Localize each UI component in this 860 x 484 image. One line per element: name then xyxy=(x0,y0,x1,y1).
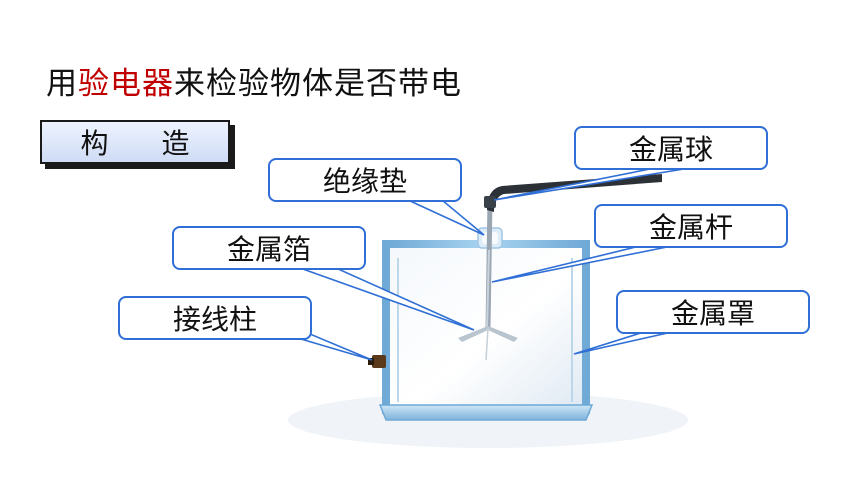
electroscope-base xyxy=(378,404,594,421)
callout-metal-ball: 金属球 xyxy=(574,126,768,170)
callout-metal-cover: 金属罩 xyxy=(616,290,810,334)
title-suffix: 来检验物体是否带电 xyxy=(174,66,462,102)
metal-ball xyxy=(484,174,662,212)
callout-metal-rod: 金属杆 xyxy=(594,204,788,248)
title-prefix: 用 xyxy=(46,66,78,102)
section-label: 构 造 xyxy=(40,120,230,164)
callout-terminal-post: 接线柱 xyxy=(118,296,312,340)
page-title: 用验电器来检验物体是否带电 xyxy=(46,58,462,103)
terminal-post xyxy=(368,355,386,368)
callout-insulating-pad: 绝缘垫 xyxy=(268,158,462,202)
callout-metal-foil: 金属箔 xyxy=(172,226,366,270)
title-highlight: 验电器 xyxy=(78,66,174,102)
metal-foil xyxy=(458,326,518,361)
